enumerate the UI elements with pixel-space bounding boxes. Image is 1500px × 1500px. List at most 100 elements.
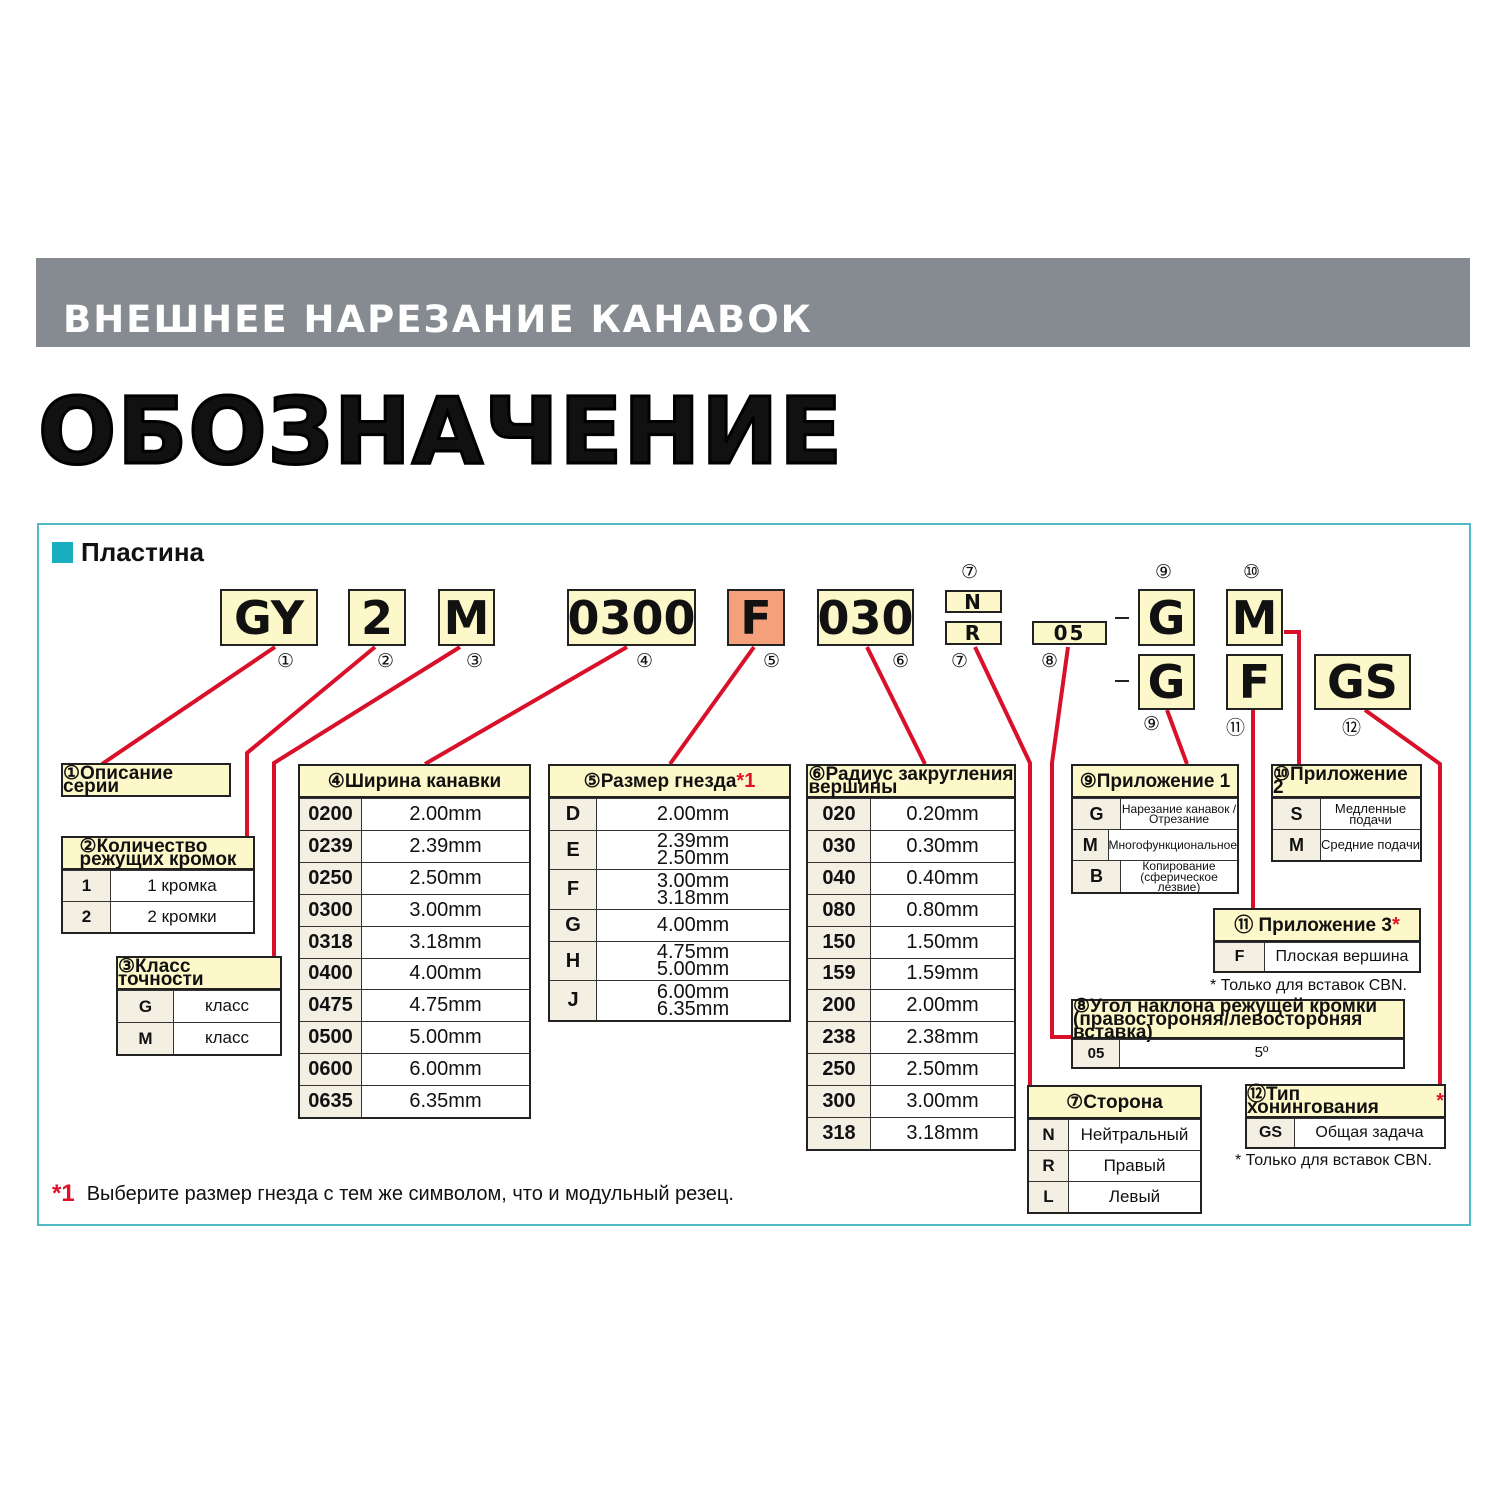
row-value: 6.00mm 6.35mm [656,980,730,1020]
row-code: H [550,941,597,981]
row-value: 0.20mm [906,802,979,825]
circled-number: ② [377,651,395,672]
row-code: 2 [63,902,111,932]
table-header: ①Описание серии [63,763,229,797]
asterisk-mark: *1 [736,769,756,792]
row-value: 2 кромки [147,906,217,926]
table-header: ⑫Тип хонингования* [1247,1085,1444,1118]
row-value: Копирование (сферическое лезвие) [1140,859,1218,894]
code-app1-a: G [1138,589,1195,646]
row-value: 2.00mm [409,802,482,825]
row-code: R [1029,1151,1069,1181]
row-value: 4.00mm [656,913,730,936]
circled-number: ⑧ [1041,651,1059,672]
table-row: 318 3.18mm [808,1117,1014,1149]
table-row: J 6.00mm 6.35mm [550,980,789,1021]
row-value: Медленные подачи [1334,800,1407,827]
row-value: 0.30mm [906,834,979,857]
row-value: 6.35mm [409,1090,482,1113]
row-code: J [550,981,597,1021]
dash [1115,617,1129,619]
banner-title: ВНЕШНЕЕ НАРЕЗАНИЕ КАНАВОК [63,298,813,341]
circled-number: ⑤ [763,651,781,672]
asterisk-mark: * [1391,913,1400,936]
row-code: N [1029,1120,1069,1150]
row-value: 2.00mm [906,994,979,1017]
table-header: ②Количество режущих кромок [63,836,253,870]
circled-number: ⑩ [1243,562,1261,583]
row-code: 318 [808,1118,871,1149]
code-series: GY [220,589,318,646]
connector-12 [1363,708,1442,1085]
row-value: 3.18mm [409,930,482,953]
row-code: M [1273,830,1321,860]
row-code: 0318 [300,926,362,958]
square-bullet-icon [52,542,73,563]
connector-1 [100,645,277,766]
code-seat: F [727,589,785,646]
row-value: Правый [1103,1155,1166,1175]
row-code: GS [1247,1119,1295,1147]
row-code: 05 [1073,1040,1120,1067]
connector-3 [272,645,462,957]
table-row: 0635 6.35mm [300,1085,529,1118]
circled-number: ⑦ [951,651,969,672]
row-value: 2.00mm [656,802,730,825]
table-title: ①Описание серии [63,763,174,797]
code-angle: 05 [1032,621,1107,645]
row-code: 0600 [300,1054,362,1086]
row-code: 200 [808,990,871,1022]
table-row: 040 0.40mm [808,861,1014,894]
connector-2 [245,645,377,838]
table-header: ⑨Приложение 1 [1073,766,1237,798]
table-series: ①Описание серии [61,763,231,797]
connector-8 [1050,646,1072,1039]
row-code: 0635 [300,1086,362,1118]
code-width: 0300 [567,589,696,646]
table-row: R Правый [1029,1150,1200,1181]
code-app1-b: G [1138,654,1195,710]
table-title: ②Количество режущих кромок [79,836,237,870]
row-code: 040 [808,862,871,894]
table-header: ⑤Размер гнезда*1 [550,766,789,798]
row-code: G [118,991,174,1022]
dash [1115,680,1129,682]
code-side-n: N [945,590,1002,614]
row-code: G [1073,799,1121,830]
connector-10 [1284,630,1301,764]
table-header: ⑧Угол наклона режущей кромки (правосторо… [1073,997,1403,1042]
section-heading: Пластина [52,537,204,568]
row-value: Нейтральный [1080,1124,1189,1144]
row-value: 3.18mm [906,1122,979,1145]
table-angle: ⑧Угол наклона режущей кромки (правосторо… [1071,997,1405,1069]
row-value: 1.50mm [906,930,979,953]
row-code: B [1073,861,1121,892]
row-code: 1 [63,871,111,901]
table-header: ⑩Приложение 2 [1273,765,1420,798]
row-code: 0239 [300,830,362,862]
section-label: Пластина [81,537,205,567]
row-code: 080 [808,894,871,926]
connector-5 [668,645,756,766]
row-value: 2.39mm [409,834,482,857]
row-value: 0.40mm [906,866,979,889]
